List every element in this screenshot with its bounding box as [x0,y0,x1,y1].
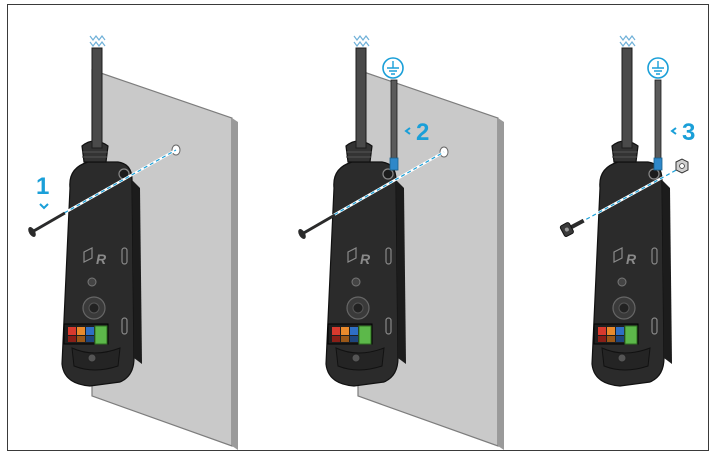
step-2-illustration: 2 [298,35,504,450]
arrow-left-icon [670,127,677,135]
nut-icon [675,158,689,174]
screw-icon [298,213,336,239]
step-3-label: 3 [682,119,695,146]
ground-symbol-icon [382,57,404,79]
screw-icon [28,211,66,237]
step-1-label: 1 [36,173,49,200]
alignment-line [33,149,177,231]
alignment-line [303,151,445,233]
ground-wire [389,79,399,171]
step-1-illustration: 1 [28,35,238,450]
alignment-line [573,167,681,227]
ground-symbol-icon [647,57,669,79]
step-3-illustration: 3 [559,35,695,387]
ground-wire [653,79,663,171]
arrow-left-icon [404,127,411,135]
bolt-icon [559,218,585,237]
step-2-label: 2 [416,119,429,146]
arrow-down-icon [39,203,49,210]
